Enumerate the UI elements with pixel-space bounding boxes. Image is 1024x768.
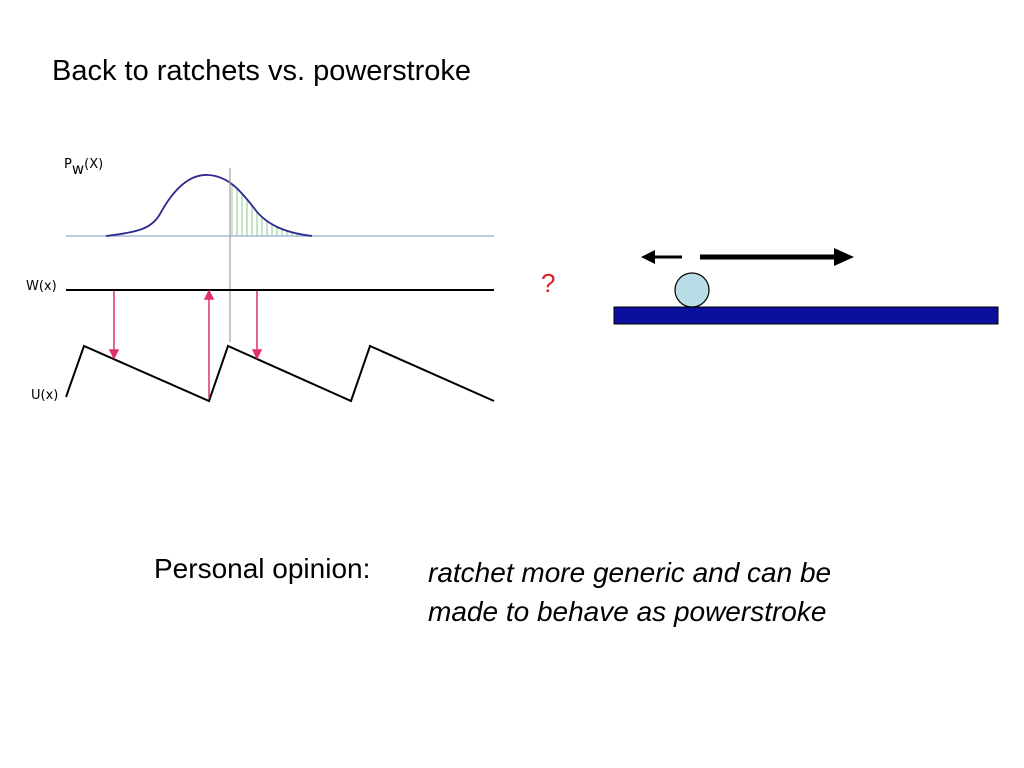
right-arrow-head <box>834 248 854 266</box>
probability-hatch <box>231 184 303 236</box>
pw-label-arg: (X) <box>84 157 103 172</box>
u-label: U(x) <box>31 388 58 403</box>
slide-title: Back to ratchets vs. powerstroke <box>52 55 472 87</box>
direction-arrows <box>641 248 854 266</box>
down-arrow-1-head <box>108 349 120 360</box>
left-arrow-head <box>641 250 655 264</box>
w-label: W(x) <box>26 279 57 294</box>
pw-label-sub: w <box>72 160 84 178</box>
pw-label-main: P <box>64 157 72 172</box>
up-arrow-head <box>203 289 215 300</box>
pw-label: Pw(X) <box>64 157 103 178</box>
opinion-line-1: ratchet more generic and can be <box>428 557 832 588</box>
track-bar <box>613 306 999 325</box>
down-arrow-2-head <box>251 349 263 360</box>
opinion-label: Personal opinion: <box>154 553 371 584</box>
u-potential-sawtooth <box>65 344 495 403</box>
distribution-curve <box>105 174 313 237</box>
opinion-text: ratchet more generic and can be made to … <box>428 553 831 631</box>
opinion-line-2: made to behave as powerstroke <box>428 596 827 627</box>
transition-arrows <box>108 289 263 398</box>
motor-ball <box>674 272 710 308</box>
question-mark: ? <box>541 268 555 298</box>
